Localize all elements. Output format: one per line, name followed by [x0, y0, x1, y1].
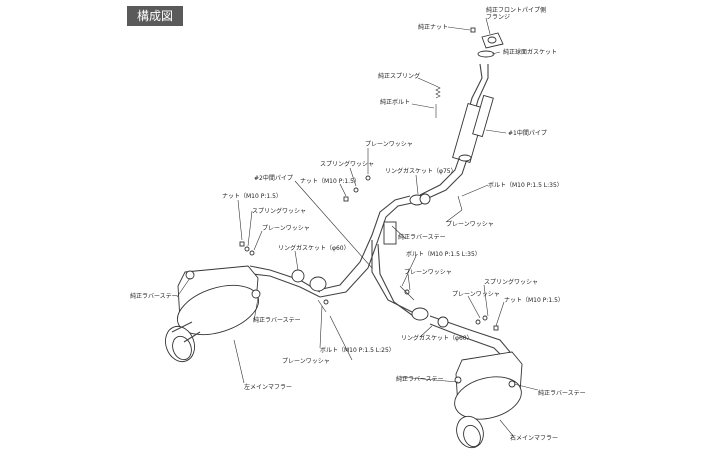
center-pipe-2: [249, 195, 417, 319]
label-plain-washer-left: プレーンワッシャ: [262, 225, 310, 232]
label-plain-washer-right2: プレーンワッシャ: [452, 291, 500, 298]
label-bolt-m10-35-right: ボルト（M10 P:1.5 L:35）: [406, 250, 481, 258]
label-genuine-bolt: 純正ボルト: [380, 98, 410, 106]
label-nut-m10-left: ナット（M10 P:1.5）: [222, 193, 282, 200]
label-rubber-stay-left2: 純正ラバーステー: [253, 316, 301, 324]
label-genuine-spring: 純正スプリング: [378, 72, 420, 80]
label-bolt-m10-25: ボルト（M10 P:1.5 L:25）: [320, 346, 395, 354]
label-ball-gasket: 純正球面ガスケット: [503, 48, 557, 56]
label-spring-washer-1: スプリングワッシャ: [320, 160, 374, 168]
label-nut-m10-right: ナット（M10 P:1.5）: [504, 297, 564, 304]
label-center-pipe-2: #2中間パイプ: [254, 174, 293, 182]
label-rubber-stay-left: 純正ラバーステー: [130, 292, 178, 300]
front-pipe-flange-part: [477, 32, 504, 58]
label-ring-gasket-75: リングガスケット（φ75）: [385, 167, 457, 175]
bolt-icon: [317, 104, 463, 313]
label-plain-washer-1: プレーンワッシャ: [365, 141, 413, 148]
spring-icon: [435, 85, 441, 99]
diagram-title-badge: 構成図: [127, 6, 183, 26]
label-nut-m10-1: ナット（M10 P:1.5）: [300, 178, 360, 185]
label-bolt-m10-35: ボルト（M10 P:1.5 L:35）: [488, 181, 563, 189]
label-ring-gasket-60-right: リングガスケット（φ60）: [401, 334, 473, 342]
label-ring-gasket-60-left: リングガスケット（φ60）: [278, 244, 350, 252]
label-spring-washer-right: スプリングワッシャ: [484, 278, 538, 286]
label-plain-washer-right: プレーンワッシャ: [404, 269, 452, 276]
label-left-main-muffler: 左メインマフラー: [244, 383, 292, 391]
label-spring-washer-left: スプリングワッシャ: [252, 207, 306, 215]
leader-lines: [176, 17, 539, 438]
right-main-muffler: [454, 351, 523, 449]
label-center-pipe-1: #1中間パイプ: [508, 129, 547, 137]
label-front-pipe-flange-1: 純正フロントパイプ側フランジ: [486, 6, 546, 21]
washer-icon: [244, 175, 488, 325]
label-genuine-nut-top: 純正ナット: [418, 23, 448, 31]
label-rubber-stay-center: 純正ラバーステー: [398, 233, 446, 241]
left-main-muffler: [165, 265, 261, 363]
label-rubber-stay-right: 純正ラバーステー: [396, 375, 444, 383]
center-pipe-1: [419, 63, 494, 201]
label-plain-washer-2: プレーンワッシャ: [446, 221, 494, 228]
gasket-icon: [291, 193, 449, 328]
label-plain-washer-bottom: プレーンワッシャ: [282, 358, 330, 365]
label-rubber-stay-right2: 純正ラバーステー: [538, 389, 586, 397]
label-right-main-muffler: 右メインマフラー: [510, 434, 558, 442]
